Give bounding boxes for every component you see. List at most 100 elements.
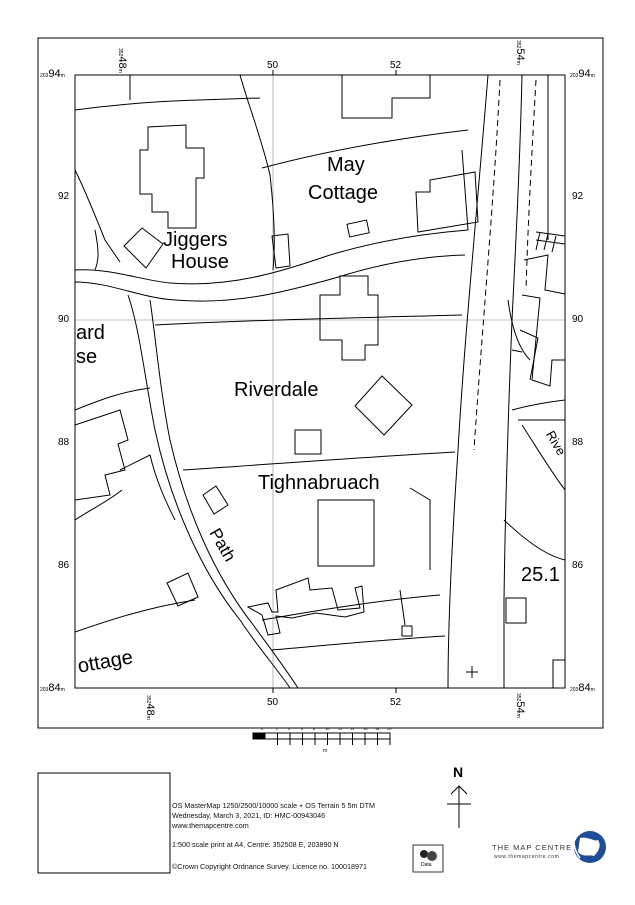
main-road-west-edge — [447, 74, 489, 689]
scale-tick-10: 10 — [325, 726, 330, 731]
lane-north-edge — [74, 229, 469, 285]
corner-label-top-left: 20394m — [40, 68, 65, 80]
building-top-left — [139, 124, 205, 229]
shed-right-bottom — [552, 659, 566, 689]
boundary-low-10 — [511, 399, 566, 411]
boundary-low-12 — [521, 424, 566, 491]
boundary-low-5 — [271, 635, 446, 651]
boundary-mid-3 — [74, 387, 151, 411]
footer-copyright: ©Crown Copyright Ordnance Survey. Licenc… — [172, 862, 367, 871]
legend-box — [37, 772, 171, 874]
boundary-top-6 — [94, 229, 99, 271]
map-border — [74, 74, 566, 689]
grid-x-bottom-52: 52 — [390, 697, 402, 708]
brand-url: www.themapcentre.com — [494, 854, 560, 860]
grid-y-right-90: 90 — [572, 314, 584, 325]
corner-label-bottom-right: 20384m — [570, 682, 595, 694]
grid-x-top-50: 50 — [267, 60, 279, 71]
label-house: House — [171, 251, 229, 273]
boundary-mid-1 — [154, 314, 463, 326]
boundary-low-2 — [119, 454, 176, 521]
globe-icon — [573, 831, 606, 863]
path-east-edge — [149, 299, 299, 689]
shed-small — [401, 625, 413, 637]
label-se: se — [76, 346, 98, 368]
boundary-top-1 — [74, 97, 261, 111]
building-riverdale — [319, 275, 379, 361]
north-label: N — [453, 764, 464, 780]
footer-website: www.themapcentre.com — [172, 821, 249, 830]
label-jiggers: Jiggers — [163, 229, 228, 251]
edge-label-top-left: 35248m — [116, 48, 128, 73]
building-tighnabruach — [317, 499, 375, 567]
scale-bar — [252, 732, 391, 745]
scale-unit: m — [323, 748, 328, 754]
north-arrow-icon — [447, 785, 471, 828]
building-lower-center — [246, 577, 365, 636]
label-cottage: Cottage — [308, 182, 379, 204]
shed-path — [202, 485, 229, 515]
shed-riverdale — [294, 429, 322, 455]
shed-may-cottage — [346, 219, 370, 238]
path-west-edge — [127, 294, 291, 689]
scale-tick-18: 18 — [375, 726, 380, 731]
boundary-top-3 — [239, 74, 275, 271]
grid-y-left-90: 90 — [58, 314, 70, 325]
main-road-east-edge — [503, 74, 523, 688]
scale-tick-20: 20 — [387, 726, 392, 731]
road-dashed-1 — [473, 79, 501, 451]
label-spot-height: 25.1 — [521, 564, 560, 586]
boundary-low-4 — [261, 594, 441, 621]
houses-right-lower — [511, 329, 539, 381]
jiggers-lean-to — [271, 233, 291, 269]
boundary-low-8 — [503, 519, 566, 561]
grid-y-left-86: 86 — [58, 560, 70, 571]
grid-y-right-88: 88 — [572, 437, 584, 448]
footer-scale-centre: 1:500 scale print at A4, Centre: 352508 … — [172, 840, 339, 849]
os-logo-icon — [412, 844, 444, 873]
building-top-center — [341, 75, 431, 119]
boundary-low-1 — [74, 599, 196, 633]
scale-tick-2: 2 — [276, 726, 279, 731]
shed-lower-right — [505, 597, 527, 624]
footer-date-id: Wednesday, March 3, 2021, ID: HMC-009430… — [172, 811, 326, 820]
scale-tick-4: 4 — [288, 726, 291, 731]
map-features — [70, 70, 570, 693]
label-riverdale: Riverdale — [234, 379, 319, 401]
scale-tick-12: 12 — [338, 726, 343, 731]
grid-x-top-52: 52 — [390, 60, 402, 71]
houses-right-mid — [521, 254, 566, 387]
label-tighnabruach: Tighnabruach — [258, 472, 380, 494]
edge-label-top-right: 35254m — [514, 40, 526, 65]
grid-y-left-92: 92 — [58, 191, 70, 202]
footer-product: OS MasterMap 1250/2500/10000 scale + OS … — [172, 801, 376, 810]
brand-name: THE MAP CENTRE — [492, 843, 573, 852]
boundary-mid-2 — [182, 451, 456, 471]
scale-tick-6: 6 — [301, 726, 304, 731]
road-dashed-2 — [525, 79, 537, 291]
boundary-low-6 — [399, 589, 406, 626]
building-may-cottage — [415, 171, 479, 233]
building-left-edge — [74, 409, 129, 501]
building-jiggers — [123, 227, 164, 269]
riverdale-wing — [354, 375, 413, 436]
houses-right-top — [535, 231, 566, 253]
os-logo-text: Data — [421, 862, 432, 868]
scale-tick-16: 16 — [363, 726, 368, 731]
boundary-low-7 — [409, 487, 431, 570]
edge-label-bottom-left: 35248m — [144, 695, 156, 720]
corner-label-top-right: 20394m — [570, 68, 595, 80]
boundary-low-3 — [74, 489, 123, 521]
grid-y-right-86: 86 — [572, 560, 584, 571]
sheet-border — [37, 37, 604, 729]
lane-south-edge — [74, 254, 466, 302]
shed-lower-left — [166, 572, 199, 607]
corner-label-bottom-left: 20384m — [40, 682, 65, 694]
boundary-top-5 — [74, 169, 121, 263]
grid-y-right-92: 92 — [572, 191, 584, 202]
scale-tick-0: 0 — [261, 726, 264, 731]
label-may: May — [327, 154, 365, 176]
grid-y-left-88: 88 — [58, 437, 70, 448]
